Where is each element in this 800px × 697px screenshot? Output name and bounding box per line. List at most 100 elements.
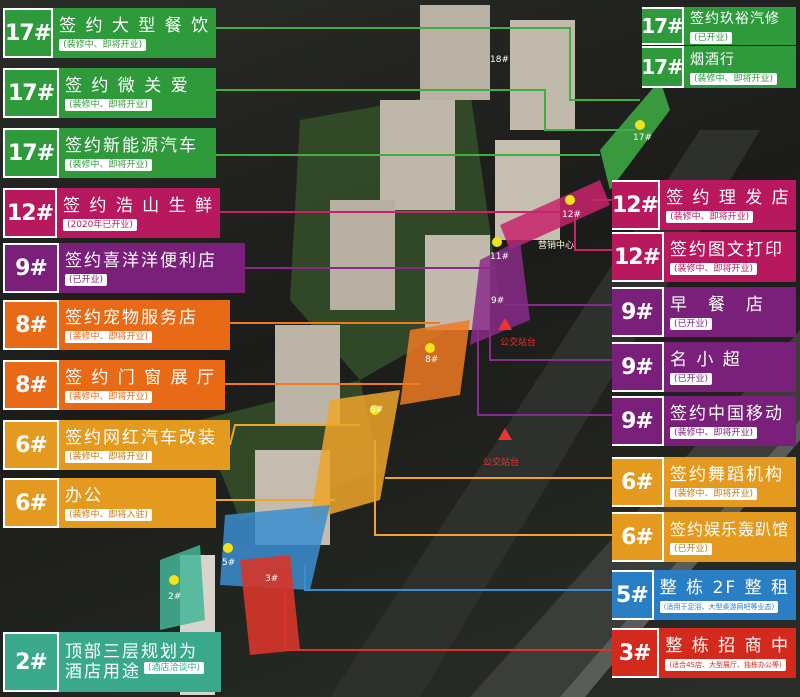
building-number: 6# bbox=[612, 457, 664, 507]
label-title: 签 约 大 型 餐 饮 bbox=[59, 15, 211, 36]
label-status: (已开业) bbox=[65, 273, 108, 286]
label-6-party: 6# 签约娱乐轰趴馆 (已开业) bbox=[612, 512, 796, 562]
bus-stop-icon bbox=[498, 318, 512, 330]
label-8-windows: 8# 签 约 门 窗 展 厅(装修中、即将开业) bbox=[3, 360, 225, 410]
label-status: (装修中、即将开业) bbox=[690, 72, 778, 85]
building-tag: 6# bbox=[370, 405, 384, 415]
label-title: 签 约 门 窗 展 厅 bbox=[65, 367, 217, 388]
label-9-breakfast: 9# 早 餐 店 (已开业) bbox=[612, 287, 796, 337]
building-number: 8# bbox=[3, 300, 59, 350]
label-8-pet: 8# 签约宠物服务店 (装修中、即将开业) bbox=[3, 300, 230, 350]
label-title: 签约中国移动 bbox=[670, 403, 784, 424]
label-12-fresh: 12# 签 约 浩 山 生 鲜 (2020年已开业) bbox=[3, 188, 220, 238]
label-17-liquor: 17# 烟酒行 (装修中、即将开业) bbox=[641, 46, 796, 88]
sales-center-label: 营销中心 bbox=[538, 241, 575, 251]
label-9-china-mobile: 9# 签约中国移动 (装修中、即将开业) bbox=[612, 396, 796, 446]
label-3-leasing: 3# 整 栋 招 商 中(适合4S店、大型展厅、独栋办公等) bbox=[612, 628, 796, 678]
label-title: 顶部三层规划为 bbox=[65, 642, 198, 662]
label-6-car-mod: 6# 签约网红汽车改装 (装修中、即将开业) bbox=[3, 420, 230, 470]
building-number: 9# bbox=[612, 396, 664, 446]
building-number: 2# bbox=[3, 632, 59, 692]
label-title: 签约娱乐轰趴馆 bbox=[670, 519, 790, 539]
building-number: 9# bbox=[3, 243, 59, 293]
label-status: (酒店洽谈中) bbox=[144, 662, 205, 674]
label-status: (适用于足浴、大型桌游网吧等业态) bbox=[659, 600, 779, 613]
label-12-print: 12# 签约图文打印 (装修中、即将开业) bbox=[612, 232, 796, 282]
label-17-dining: 17# 签 约 大 型 餐 饮 (装修中、即将开业) bbox=[3, 8, 216, 58]
building-number: 17# bbox=[641, 7, 684, 45]
label-status: (装修中、即将开业) bbox=[65, 98, 153, 111]
label-title: 签约舞蹈机构 bbox=[670, 464, 784, 485]
building-tag: 9# bbox=[491, 296, 505, 306]
bus-stop-label: 公交站台 bbox=[483, 458, 520, 468]
building-number: 12# bbox=[3, 188, 57, 238]
label-status: (装修中、即将开业) bbox=[670, 262, 758, 275]
label-status: (装修中、即将入驻) bbox=[65, 508, 153, 521]
label-status: (已开业) bbox=[670, 317, 713, 330]
label-status: (装修中、即将开业) bbox=[65, 158, 153, 171]
bus-stop-label: 公交站台 bbox=[500, 338, 537, 348]
label-title: 签约新能源汽车 bbox=[65, 135, 198, 156]
building-tag: 8# bbox=[425, 355, 439, 365]
label-6-office: 6# 办公 (装修中、即将入驻) bbox=[3, 478, 216, 528]
label-title: 签 约 理 发 店 bbox=[666, 187, 791, 208]
label-6-dance: 6# 签约舞蹈机构 (装修中、即将开业) bbox=[612, 457, 796, 507]
label-2-hotel: 2# 顶部三层规划为 酒店用途 (酒店洽谈中) bbox=[3, 632, 221, 692]
label-title: 签约宠物服务店 bbox=[65, 307, 198, 328]
label-title: 签约图文打印 bbox=[670, 239, 784, 260]
label-status: (装修中、即将开业) bbox=[65, 330, 153, 343]
label-title: 签 约 浩 山 生 鲜 bbox=[62, 195, 214, 216]
building-number: 17# bbox=[641, 46, 684, 88]
building-number: 3# bbox=[612, 628, 660, 678]
building-number: 9# bbox=[612, 287, 664, 337]
label-title-line2: 酒店用途 bbox=[65, 662, 141, 682]
building-number: 17# bbox=[3, 8, 54, 58]
label-title: 名 小 超 bbox=[670, 349, 742, 370]
location-pins bbox=[169, 120, 645, 585]
building-number: 6# bbox=[612, 512, 664, 562]
label-status: (装修中、即将开业) bbox=[65, 450, 153, 463]
label-9-supermarket: 9# 名 小 超 (已开业) bbox=[612, 342, 796, 392]
label-title: 整 栋 招 商 中 bbox=[665, 635, 790, 656]
label-17-ev: 17# 签约新能源汽车 (装修中、即将开业) bbox=[3, 128, 216, 178]
label-title: 烟酒行 bbox=[690, 51, 735, 68]
label-title: 签约网红汽车改装 bbox=[65, 427, 217, 448]
building-tag: 11# bbox=[490, 252, 509, 262]
label-title: 整 栋 2F 整 租 bbox=[659, 577, 790, 598]
building-tag: 2# bbox=[168, 592, 182, 602]
building-number: 17# bbox=[3, 128, 59, 178]
label-17-auto-repair: 17# 签约玖裕汽修 (已开业) bbox=[641, 7, 796, 45]
label-status: (装修中、即将开业) bbox=[666, 210, 754, 223]
building-tag: 12# bbox=[562, 210, 581, 220]
label-title: 签约喜洋洋便利店 bbox=[65, 250, 217, 271]
building-number: 9# bbox=[612, 342, 664, 392]
label-title: 办公 bbox=[65, 485, 103, 506]
label-12-barber: 12# 签 约 理 发 店 (装修中、即将开业) bbox=[612, 180, 796, 230]
label-status: (装修中、即将开业) bbox=[670, 426, 758, 439]
building-number: 12# bbox=[612, 232, 664, 282]
label-status: (2020年已开业) bbox=[62, 218, 137, 231]
building-tag: 18# bbox=[490, 55, 509, 65]
building-tag: 5# bbox=[222, 558, 236, 568]
label-status: (已开业) bbox=[670, 542, 713, 555]
building-number: 17# bbox=[3, 68, 59, 118]
building-number: 6# bbox=[3, 478, 59, 528]
label-5-rent: 5# 整 栋 2F 整 租 (适用于足浴、大型桌游网吧等业态) bbox=[612, 570, 796, 620]
connector-lines bbox=[216, 27, 640, 651]
building-number: 8# bbox=[3, 360, 59, 410]
building-number: 12# bbox=[612, 180, 661, 230]
label-status: (装修中、即将开业) bbox=[59, 38, 147, 51]
building-number: 6# bbox=[3, 420, 59, 470]
label-status: (已开业) bbox=[670, 372, 713, 385]
label-title: 早 餐 店 bbox=[670, 294, 765, 315]
building-tag: 17# bbox=[633, 133, 652, 143]
building-tag: 3# bbox=[265, 574, 279, 584]
label-title: 签 约 微 关 爱 bbox=[65, 75, 190, 96]
label-status: (已开业) bbox=[690, 31, 733, 44]
label-title: 签约玖裕汽修 bbox=[690, 10, 780, 27]
label-17-weiguanai: 17# 签 约 微 关 爱 (装修中、即将开业) bbox=[3, 68, 216, 118]
building-number: 5# bbox=[612, 570, 654, 620]
label-9-convenience: 9# 签约喜洋洋便利店 (已开业) bbox=[3, 243, 245, 293]
label-status: (装修中、即将开业) bbox=[670, 487, 758, 500]
